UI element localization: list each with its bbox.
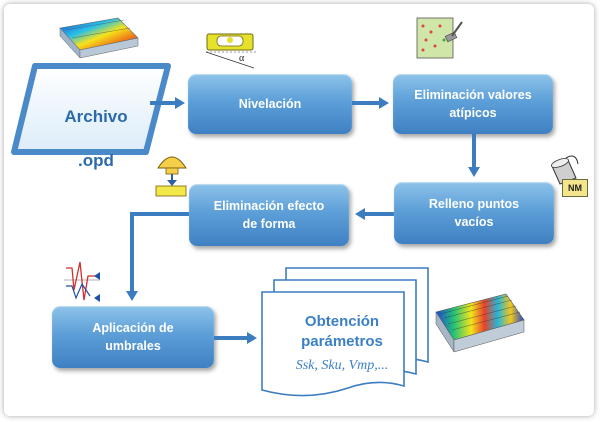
arrow-input-to-nivelacion — [150, 101, 176, 105]
arrow-atipicos-to-relleno — [472, 134, 476, 168]
input-file-label: Archivo .opd — [40, 84, 152, 172]
step-nivelacion-box: Nivelación — [188, 74, 352, 134]
step-efecto-forma-box: Eliminación efecto de forma — [189, 184, 349, 246]
arrow-head — [175, 97, 185, 109]
step-umbrales-box: Aplicación de umbrales — [52, 306, 214, 368]
arrow-head — [126, 291, 138, 301]
input-file-extension: .opd — [78, 151, 114, 171]
arrow-head — [468, 167, 480, 177]
paint-bucket-icon — [551, 155, 579, 185]
arrow-efecto-connector-horizontal — [130, 212, 189, 216]
step-eliminacion-atipicos-box: Eliminación valores atípicos — [393, 74, 553, 134]
input-file-shape — [11, 63, 171, 155]
input-file-name: Archivo — [64, 107, 128, 127]
form-stamp-icon — [155, 156, 187, 197]
surface-3d-result-icon — [435, 293, 525, 353]
arrow-head — [247, 332, 257, 344]
angle-alpha-label: α — [239, 53, 245, 64]
step-relleno-box: Relleno puntos vacíos — [394, 182, 554, 244]
arrow-head — [355, 208, 365, 220]
threshold-profile-icon — [64, 261, 100, 302]
output-parameters: Ssk, Sku, Vmp,... — [295, 358, 389, 373]
surface-3d-icon — [59, 17, 139, 59]
output-title: Obtención parámetros — [301, 313, 383, 351]
nm-label: NM — [562, 179, 588, 197]
outlier-scraper-icon — [416, 17, 463, 59]
arrow-relleno-to-efecto — [364, 212, 394, 216]
level-icon — [205, 33, 256, 69]
arrow-efecto-to-umbrales — [130, 212, 134, 292]
arrow-nivelacion-to-atipicos — [352, 101, 380, 105]
arrow-umbrales-to-output — [214, 336, 248, 340]
output-document-stack — [261, 267, 429, 397]
arrow-head — [379, 97, 389, 109]
